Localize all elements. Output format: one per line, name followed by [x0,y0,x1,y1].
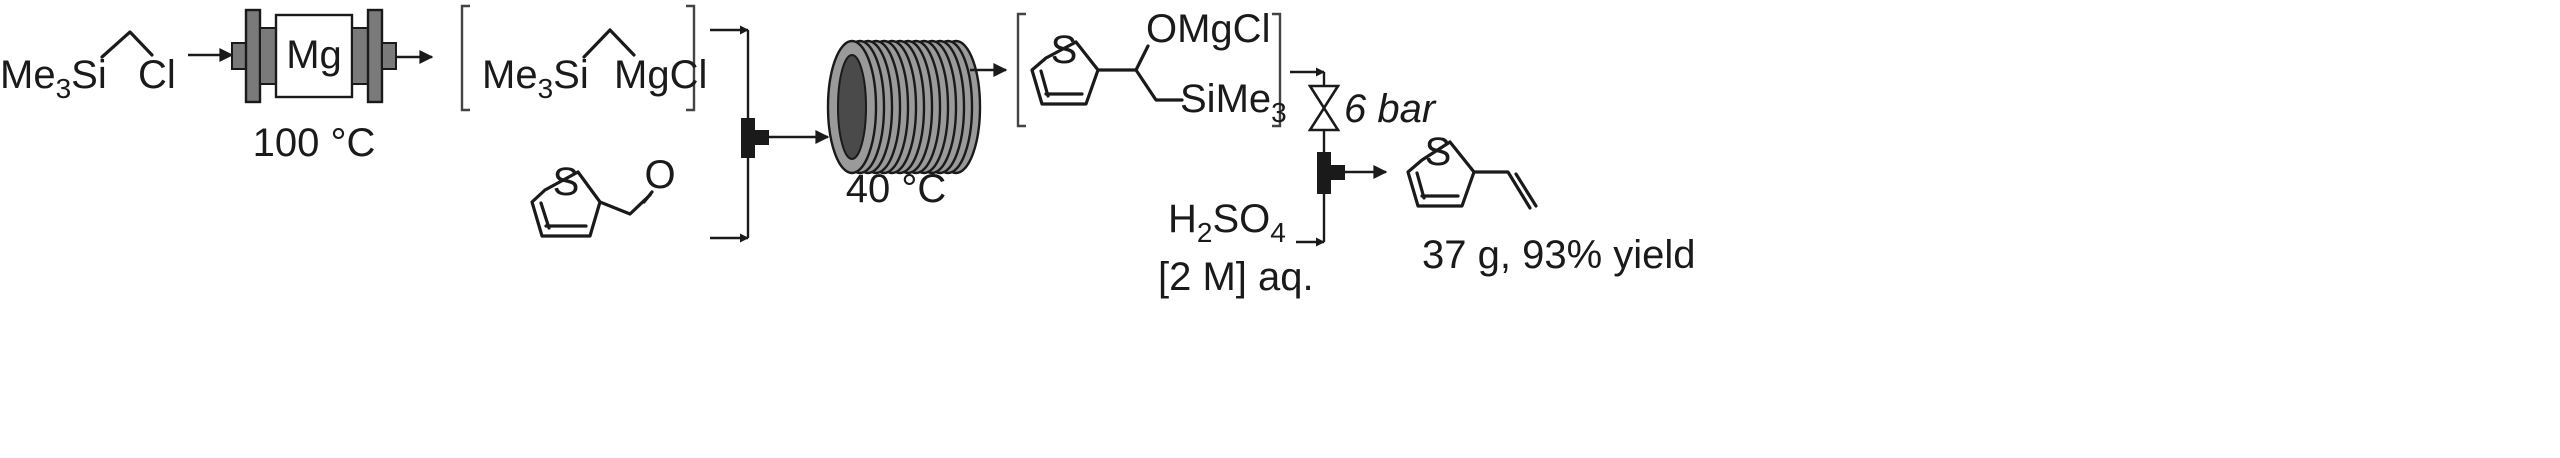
aldehyde-ring-double-bond-2 [539,201,551,230]
product-thiophene-ring [1406,140,1476,208]
valve-upper-triangle [1307,84,1341,111]
back-pressure-valve: 6 bar [1307,84,1437,132]
grignard-me-subscript: 3 [538,73,554,104]
start-cl: Cl [138,53,176,97]
aldehyde-co-double [642,190,654,204]
reactor-left-collar [259,27,277,85]
aldehyde-thiophene-ring [530,170,602,238]
alkoxide-thiophene-ring [1030,40,1100,106]
alkoxide-ring-double-bond-2 [1039,69,1050,98]
t-mixer-2-outlet [1331,165,1345,180]
product-2-vinylthiophene: S 37 g, 93% yield [1406,130,1696,277]
acid-so: SO [1212,197,1270,241]
coil-reactor [826,39,982,175]
reactor-packing-label: Mg [286,33,342,77]
reactor-right-cap [366,8,384,104]
valve-lower-triangle [1307,105,1341,132]
start-me-subscript: 3 [56,73,72,104]
grignard-bracket-left [460,4,470,112]
acid-h: H [1168,197,1197,241]
start-ch2-bond [100,30,154,59]
reactor-left-cap [244,8,262,104]
alkoxide-sime3-label: SiMe3 [1180,77,1287,128]
alkoxide-sulfur: S [1051,28,1078,72]
alkoxide-co-bond [1096,44,1150,72]
grignard-si: Si [553,53,589,97]
grignard-bracket-right [686,4,696,112]
alkoxide-bracket-right [1272,12,1282,128]
product-ring-double-bond-2 [1415,171,1426,200]
grignard-intermediate: Me3Si MgCl [460,4,707,112]
thiophene-2-carbaldehyde: S O [530,153,676,238]
acid-h-subscript: 2 [1197,217,1213,248]
t-mixer-1 [741,118,769,158]
start-si: Si [71,53,107,97]
grignard-mgcl: MgCl [614,53,707,97]
start-me-label: Me3Si [0,53,107,104]
coil-temperature: 40 °C [846,167,947,211]
alkoxide-ch2-bond [1134,68,1184,102]
t-mixer-2-body [1317,152,1331,194]
start-me: Me [0,53,56,97]
aldehyde-sulfur: S [553,160,580,204]
alkoxide-sime-subscript: 3 [1271,97,1287,128]
aldehyde-cho-bond [598,193,652,216]
t-mixer-1-body [741,118,755,158]
t-mixer-1-outlet [755,130,769,145]
product-vinyl-double [1514,172,1538,208]
mg-packed-bed-reactor: Mg 100 °C [231,8,397,165]
alkoxide-intermediate: S OMgCl SiMe3 [1016,7,1287,128]
acid-so-subscript: 4 [1270,217,1286,248]
reactor-outlet-nozzle [381,42,397,70]
starting-material-chloromethyltrimethylsilane: Me3Si Cl [0,30,176,104]
coil-core [837,54,867,160]
grignard-me3si-label: Me3Si [482,53,589,104]
alkoxide-bracket-left [1016,12,1026,128]
product-yield: 37 g, 93% yield [1422,233,1696,277]
grignard-me: Me [482,53,538,97]
acid-formula: H2SO4 [1168,197,1286,248]
reactor-right-collar [351,27,369,85]
aldehyde-oxygen: O [644,153,675,197]
product-sulfur: S [1425,130,1452,174]
product-vinyl-bond [1472,170,1532,210]
acid-concentration: [2 M] aq. [1158,255,1314,299]
alkoxide-omgcl: OMgCl [1146,7,1270,51]
acid-quench: H2SO4 [2 M] aq. [1158,197,1314,299]
grignard-ch2-bond [582,28,636,59]
reactor-inlet-nozzle [231,42,247,70]
alkoxide-sime: SiMe [1180,77,1271,121]
valve-pressure: 6 bar [1344,87,1437,131]
t-mixer-2 [1317,152,1345,194]
reactor-temperature: 100 °C [253,121,376,165]
